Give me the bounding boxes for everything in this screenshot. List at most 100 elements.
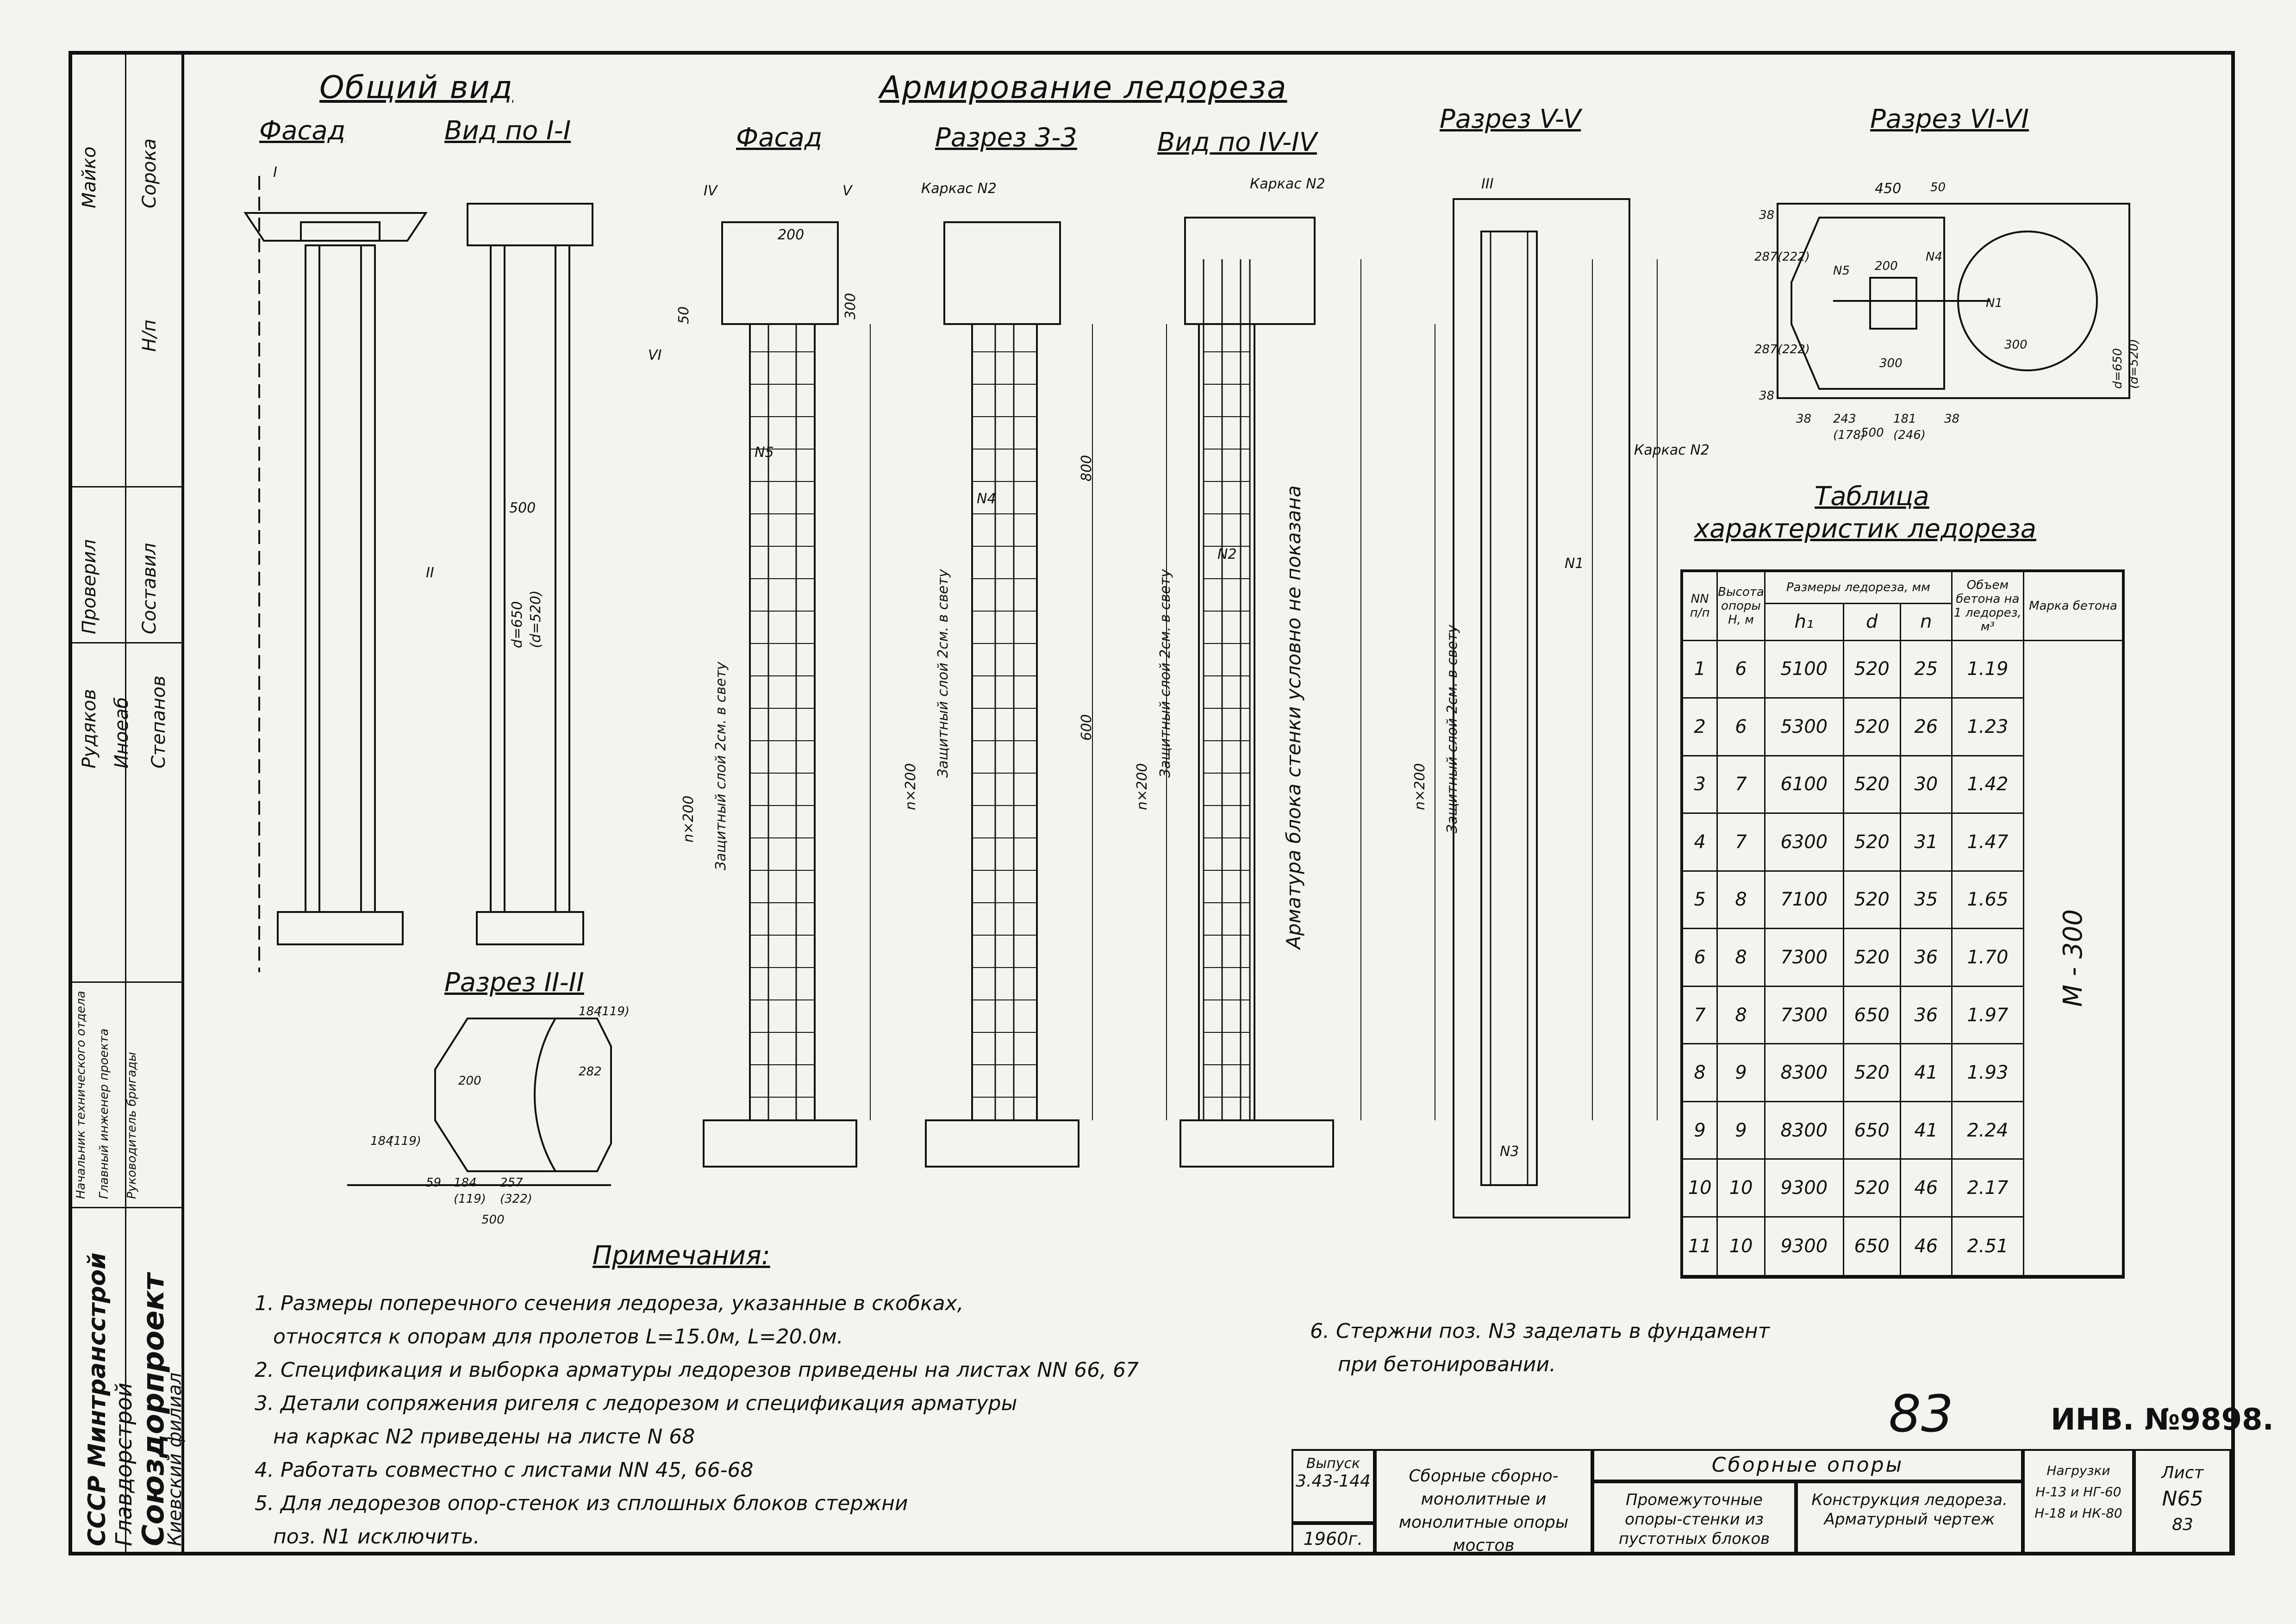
dim-6-6-22: (d=520) xyxy=(2127,338,2141,389)
cell: 650 xyxy=(1842,1216,1901,1277)
label-prot-layer-1: Защитный слой 2см. в свету xyxy=(713,662,729,870)
inv-number: ИНВ. №9898. xyxy=(2051,1403,2274,1437)
title-view-1-1: Вид по I-I xyxy=(444,116,571,146)
dim-6-6-4: (222) xyxy=(1778,250,1810,264)
title-section-3-3: Разрез 3-3 xyxy=(935,123,1077,153)
label-prot-layer-2: Защитный слой 2см. в свету xyxy=(935,569,951,778)
stamp-left-org xyxy=(69,51,126,1555)
col-header-volume: Объем бетона на 1 ледорез, м³ xyxy=(1951,570,2024,641)
cell: 9 xyxy=(1681,1100,1718,1160)
cell: 520 xyxy=(1842,697,1901,756)
tb-loads-1: Н-13 и НГ-60 xyxy=(2035,1484,2121,1499)
cell: 10 xyxy=(1681,1158,1718,1218)
tb-loads-label: Нагрузки xyxy=(2046,1463,2110,1478)
cell: 9 xyxy=(1716,1100,1766,1160)
title-reinforcement: Армирование ледореза xyxy=(880,69,1287,106)
dim-6-6-14: 38 xyxy=(1796,412,1812,426)
cell: 6 xyxy=(1681,928,1718,987)
cell: 5100 xyxy=(1764,639,1844,699)
col-header-height: Высота опоры Н, м xyxy=(1716,570,1766,641)
cell: 26 xyxy=(1899,697,1953,756)
note-line: 6. Стержни поз. N3 заделать в фундамент xyxy=(1310,1319,1770,1343)
cell: 520 xyxy=(1842,755,1901,814)
dim-2-2-3: 184 xyxy=(370,1134,393,1148)
dim-6-6-10: 300 xyxy=(2004,338,2028,352)
rebar-grids xyxy=(749,231,1529,1185)
dim-6-6-20: 500 xyxy=(1861,426,1884,440)
label-karkas-1: Каркас N2 xyxy=(921,181,997,197)
dim-6-6-17: 181 xyxy=(1893,412,1916,426)
mark-roman-1: I xyxy=(273,164,277,181)
mark-roman-6: VI xyxy=(648,347,662,363)
title-section-5-5: Разрез V-V xyxy=(1440,104,1581,134)
cell: 5300 xyxy=(1764,697,1844,756)
col-header-concrete: Марка бетона xyxy=(2022,570,2124,641)
cell: 7100 xyxy=(1764,870,1844,930)
sheet-number-hand: 83 xyxy=(1889,1384,1953,1443)
title-facade-2: Фасад xyxy=(736,123,823,153)
table-header-row: NN п/п Высота опоры Н, м Размеры ледорез… xyxy=(1681,570,2124,641)
dim-200: 200 xyxy=(778,227,805,243)
notes-block: 1. Размеры поперечного сечения ледореза,… xyxy=(255,1287,1139,1554)
col-header-dimensions: Размеры ледореза, мм xyxy=(1764,570,1953,604)
col-header-n: n xyxy=(1899,602,1953,641)
tb-loads-2: Н-18 и НК-80 xyxy=(2034,1505,2122,1521)
note-line: относятся к опорам для пролетов L=15.0м,… xyxy=(273,1325,843,1349)
cell: 35 xyxy=(1899,870,1953,930)
dim-6-6-13: N4 xyxy=(1926,250,1942,264)
cell: 11 xyxy=(1681,1216,1718,1277)
concrete-mark: М - 300 xyxy=(2058,909,2088,1007)
cell: 36 xyxy=(1899,928,1953,987)
cell: 650 xyxy=(1842,985,1901,1045)
dim-d520: (d=520) xyxy=(528,590,544,648)
note-line: поз. N1 исключить. xyxy=(273,1525,480,1549)
label-n200-4: n×200 xyxy=(1412,763,1428,810)
dim-2-2-8: 257 xyxy=(500,1176,523,1190)
tb-loads: Нагрузки Н-13 и НГ-60 Н-18 и НК-80 xyxy=(2023,1449,2134,1555)
cell: 1.97 xyxy=(1951,985,2024,1045)
cell: 3 xyxy=(1681,755,1718,814)
cell: 7 xyxy=(1681,985,1718,1045)
cell: 8300 xyxy=(1764,1043,1844,1102)
concrete-mark-cell: М - 300 xyxy=(2022,639,2124,1277)
dim-2-2-9: (322) xyxy=(500,1192,532,1206)
note-line: при бетонировании. xyxy=(1338,1353,1556,1376)
cell: 6300 xyxy=(1764,812,1844,872)
dim-2-2-0: 184 xyxy=(579,1005,602,1018)
cell: 5 xyxy=(1681,870,1718,930)
dim-50: 50 xyxy=(676,306,692,324)
cell: 520 xyxy=(1842,870,1901,930)
dim-600: 600 xyxy=(1079,714,1095,741)
col-header-d: d xyxy=(1842,602,1901,641)
left-stamp-column xyxy=(69,51,184,1555)
title-section-2-2: Разрез II-II xyxy=(444,968,584,998)
dim-6-6-11: N1 xyxy=(1986,296,2003,310)
mark-roman-2: II xyxy=(426,565,434,581)
tb-col3: Конструкция ледореза. Арматурный чертеж xyxy=(1796,1481,2023,1555)
dim-2-2-4: (119) xyxy=(389,1134,421,1148)
mark-roman-5: V xyxy=(842,183,852,199)
dim-500: 500 xyxy=(509,500,536,516)
table-subheader-row: h₁ d n xyxy=(1682,602,2123,641)
cell: 8 xyxy=(1681,1043,1718,1102)
title-facade: Фасад xyxy=(259,116,346,146)
cell: 6 xyxy=(1716,639,1766,699)
title-view-4-4: Вид по IV-IV xyxy=(1157,127,1317,157)
cell: 7 xyxy=(1716,812,1766,872)
cell: 520 xyxy=(1842,1158,1901,1218)
tb-header: Сборные опоры xyxy=(1592,1449,2023,1481)
cell: 1 xyxy=(1681,639,1718,699)
cell: 7300 xyxy=(1764,985,1844,1045)
cell: 41 xyxy=(1899,1043,1953,1102)
table-title-1: Таблица xyxy=(1815,481,1929,512)
stamp-role-block xyxy=(69,981,184,1208)
dim-6-6-8: 200 xyxy=(1875,259,1898,273)
cell: 2.24 xyxy=(1951,1100,2024,1160)
cell: 4 xyxy=(1681,812,1718,872)
dim-6-6-3: 287 xyxy=(1754,250,1778,264)
dim-2-2-5: 59 xyxy=(426,1176,442,1190)
